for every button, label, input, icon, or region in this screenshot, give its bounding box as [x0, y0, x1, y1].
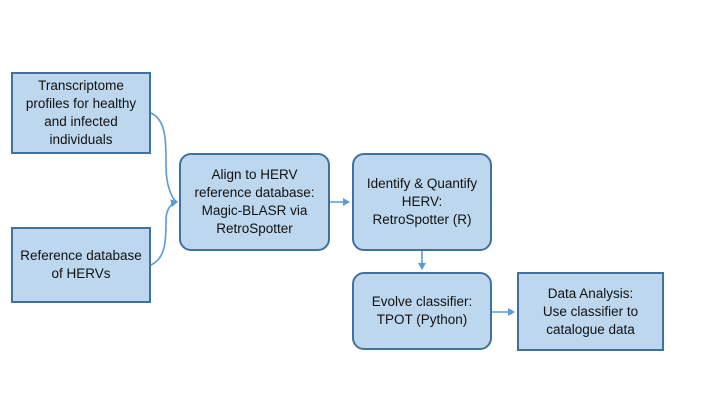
- transcriptome-profiles-box: Transcriptome profiles for healthy and i…: [11, 72, 151, 154]
- identify-quantify-box: Identify & Quantify HERV: RetroSpotter (…: [352, 153, 492, 251]
- connector-transcriptome-to-align: [150, 112, 178, 203]
- align-to-herv-label: Align to HERV reference database: Magic-…: [194, 167, 315, 236]
- connector-reference-to-align: [150, 199, 178, 266]
- identify-quantify-label: Identify & Quantify HERV: RetroSpotter (…: [366, 176, 478, 227]
- data-analysis-label: Data Analysis: Use classifier to catalog…: [542, 285, 639, 337]
- reference-database-label: Reference database of HERVs: [20, 248, 142, 281]
- align-to-herv-box: Align to HERV reference database: Magic-…: [179, 153, 330, 251]
- transcriptome-profiles-label: Transcriptome profiles for healthy and i…: [25, 78, 137, 147]
- evolve-classifier-box: Evolve classifier: TPOT (Python): [352, 272, 492, 350]
- data-analysis-box: Data Analysis: Use classifier to catalog…: [517, 272, 664, 351]
- evolve-classifier-label: Evolve classifier: TPOT (Python): [371, 294, 473, 327]
- reference-database-box: Reference database of HERVs: [11, 227, 151, 303]
